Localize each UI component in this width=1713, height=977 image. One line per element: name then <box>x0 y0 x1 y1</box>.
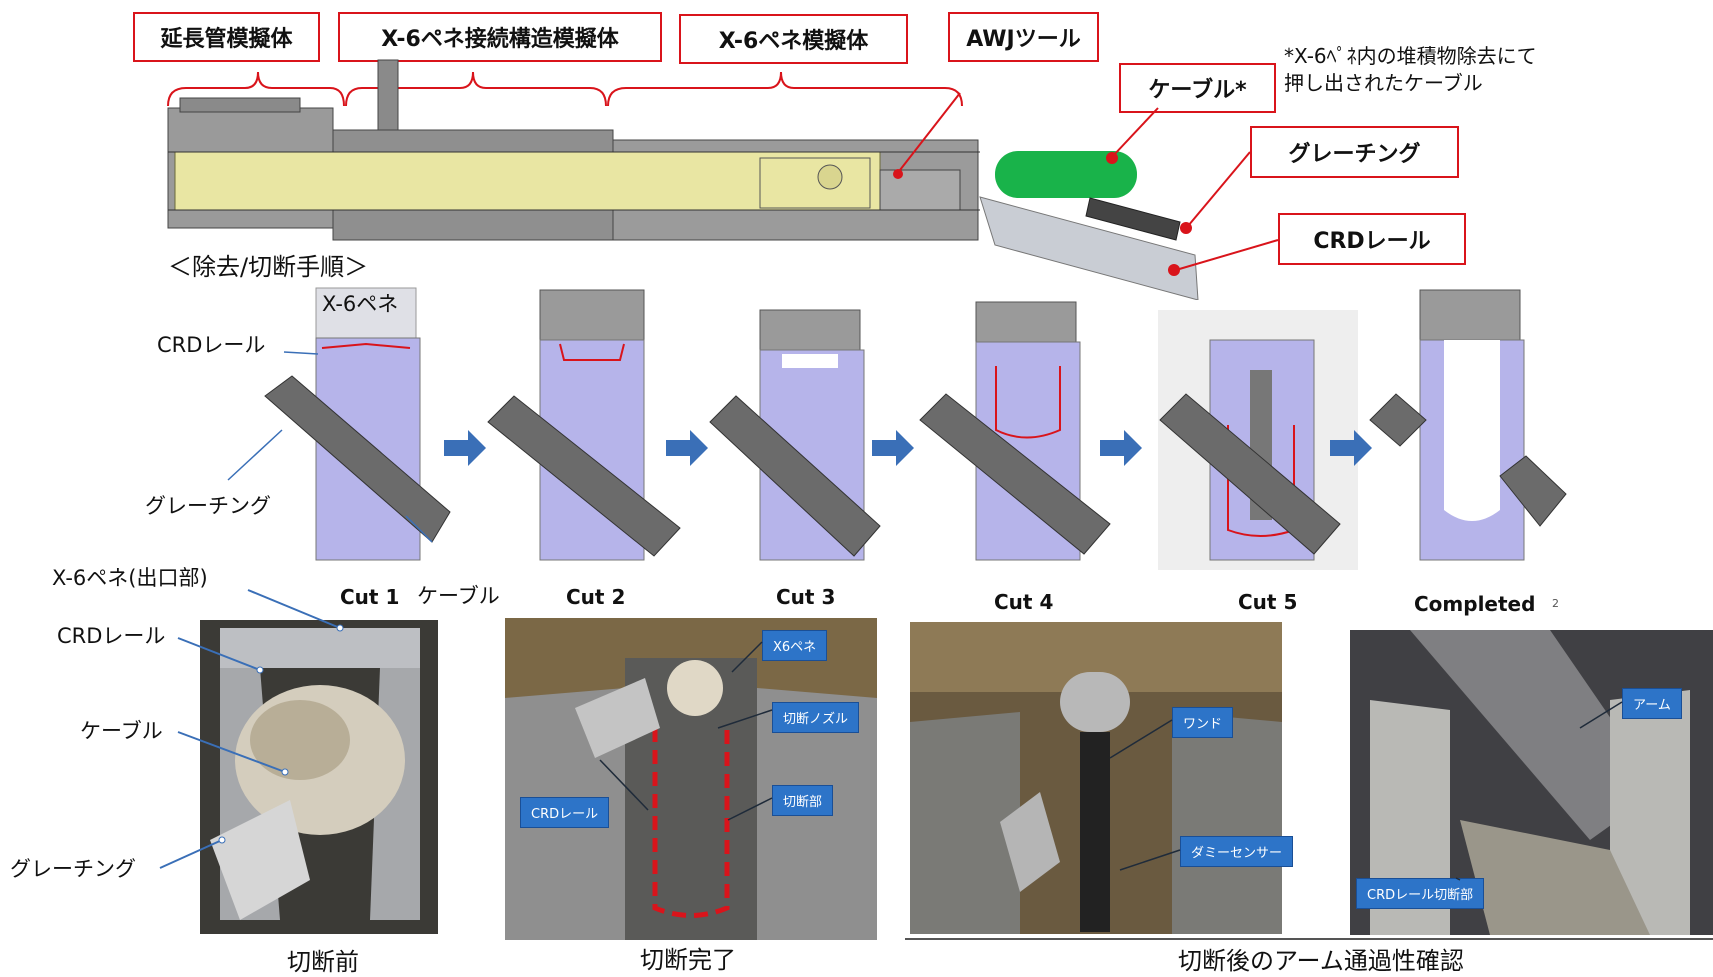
label-grating: グレーチング <box>1250 126 1459 178</box>
arrow-2 <box>666 430 708 466</box>
tag-wand: ワンド <box>1172 707 1234 738</box>
cut-steps-drawing <box>227 287 1567 570</box>
tag-cut-nozzle: 切断ノズル <box>772 702 860 733</box>
cut-label-1: Cut 1 <box>340 585 400 609</box>
photo-wand-check <box>910 622 1282 934</box>
cut-label-2: Cut 2 <box>566 585 626 609</box>
cut-label-4: Cut 4 <box>994 590 1054 614</box>
page-number: 2 <box>1552 597 1559 610</box>
cut-label-3: Cut 3 <box>776 585 836 609</box>
cut-label-completed: Completed <box>1414 592 1536 616</box>
crd-rail-shape <box>979 196 1199 300</box>
photo-cut-complete <box>505 618 877 940</box>
step-label-grating: グレーチング <box>145 494 271 518</box>
step-4 <box>919 301 1111 561</box>
braces <box>167 71 963 107</box>
photo-leader-lines <box>599 641 1623 881</box>
footnote-line-1: *X-6ﾍﾟﾈ内の堆積物除去にて <box>1284 44 1537 68</box>
before-leader-lines <box>159 589 344 869</box>
step-5 <box>1158 310 1358 570</box>
label-crd-rail: CRDレール <box>1278 213 1466 265</box>
caption-underline <box>905 938 1713 940</box>
label-extension-pipe: 延長管模擬体 <box>133 12 320 62</box>
arrow-4 <box>1100 430 1142 466</box>
caption-cut-complete: 切断完了 <box>640 946 736 974</box>
before-label-grating: グレーチング <box>10 857 136 881</box>
pipe-body <box>167 59 980 241</box>
label-x6-pene-mock: X-6ペネ模擬体 <box>679 14 908 64</box>
step-label-x6: X-6ペネ <box>322 292 399 316</box>
photo-before-cut <box>200 620 438 934</box>
step-1 <box>264 287 451 561</box>
arrow-3 <box>872 430 914 466</box>
label-connection-structure: X-6ペネ接続構造模擬体 <box>338 12 662 62</box>
tag-cut-section: 切断部 <box>772 785 834 816</box>
tag-crd-rail-cut-section: CRDレール切断部 <box>1356 878 1485 909</box>
footnote-line-2: 押し出されたケーブル <box>1284 71 1483 95</box>
caption-before-cut: 切断前 <box>287 948 359 976</box>
label-cable: ケーブル* <box>1119 63 1276 113</box>
before-label-cable: ケーブル <box>80 719 163 743</box>
tag-x6-pene: X6ペネ <box>762 630 828 661</box>
step-3 <box>709 309 881 561</box>
procedure-title: ＜除去/切断手順＞ <box>168 253 369 281</box>
grating-shape <box>1085 197 1181 241</box>
label-awj-tool: AWJツール <box>948 12 1099 62</box>
tag-crd-rail: CRDレール <box>520 797 610 828</box>
arrow-1 <box>444 430 486 466</box>
arrow-5 <box>1330 430 1372 466</box>
step-label-crd: CRDレール <box>157 333 266 357</box>
step-completed <box>1369 289 1567 561</box>
step-label-cable: ケーブル <box>417 584 500 608</box>
before-label-crd: CRDレール <box>57 624 166 648</box>
tag-arm: アーム <box>1622 688 1682 719</box>
tag-dummy-sensor: ダミーセンサー <box>1180 836 1294 867</box>
cross-section-drawing <box>167 59 1279 300</box>
caption-arm-check: 切断後のアーム通過性確認 <box>1178 947 1464 975</box>
cut-label-5: Cut 5 <box>1238 590 1298 614</box>
cable-shape <box>995 151 1137 198</box>
before-label-x6-exit: X-6ペネ(出口部) <box>52 566 208 590</box>
step-2 <box>487 289 681 561</box>
